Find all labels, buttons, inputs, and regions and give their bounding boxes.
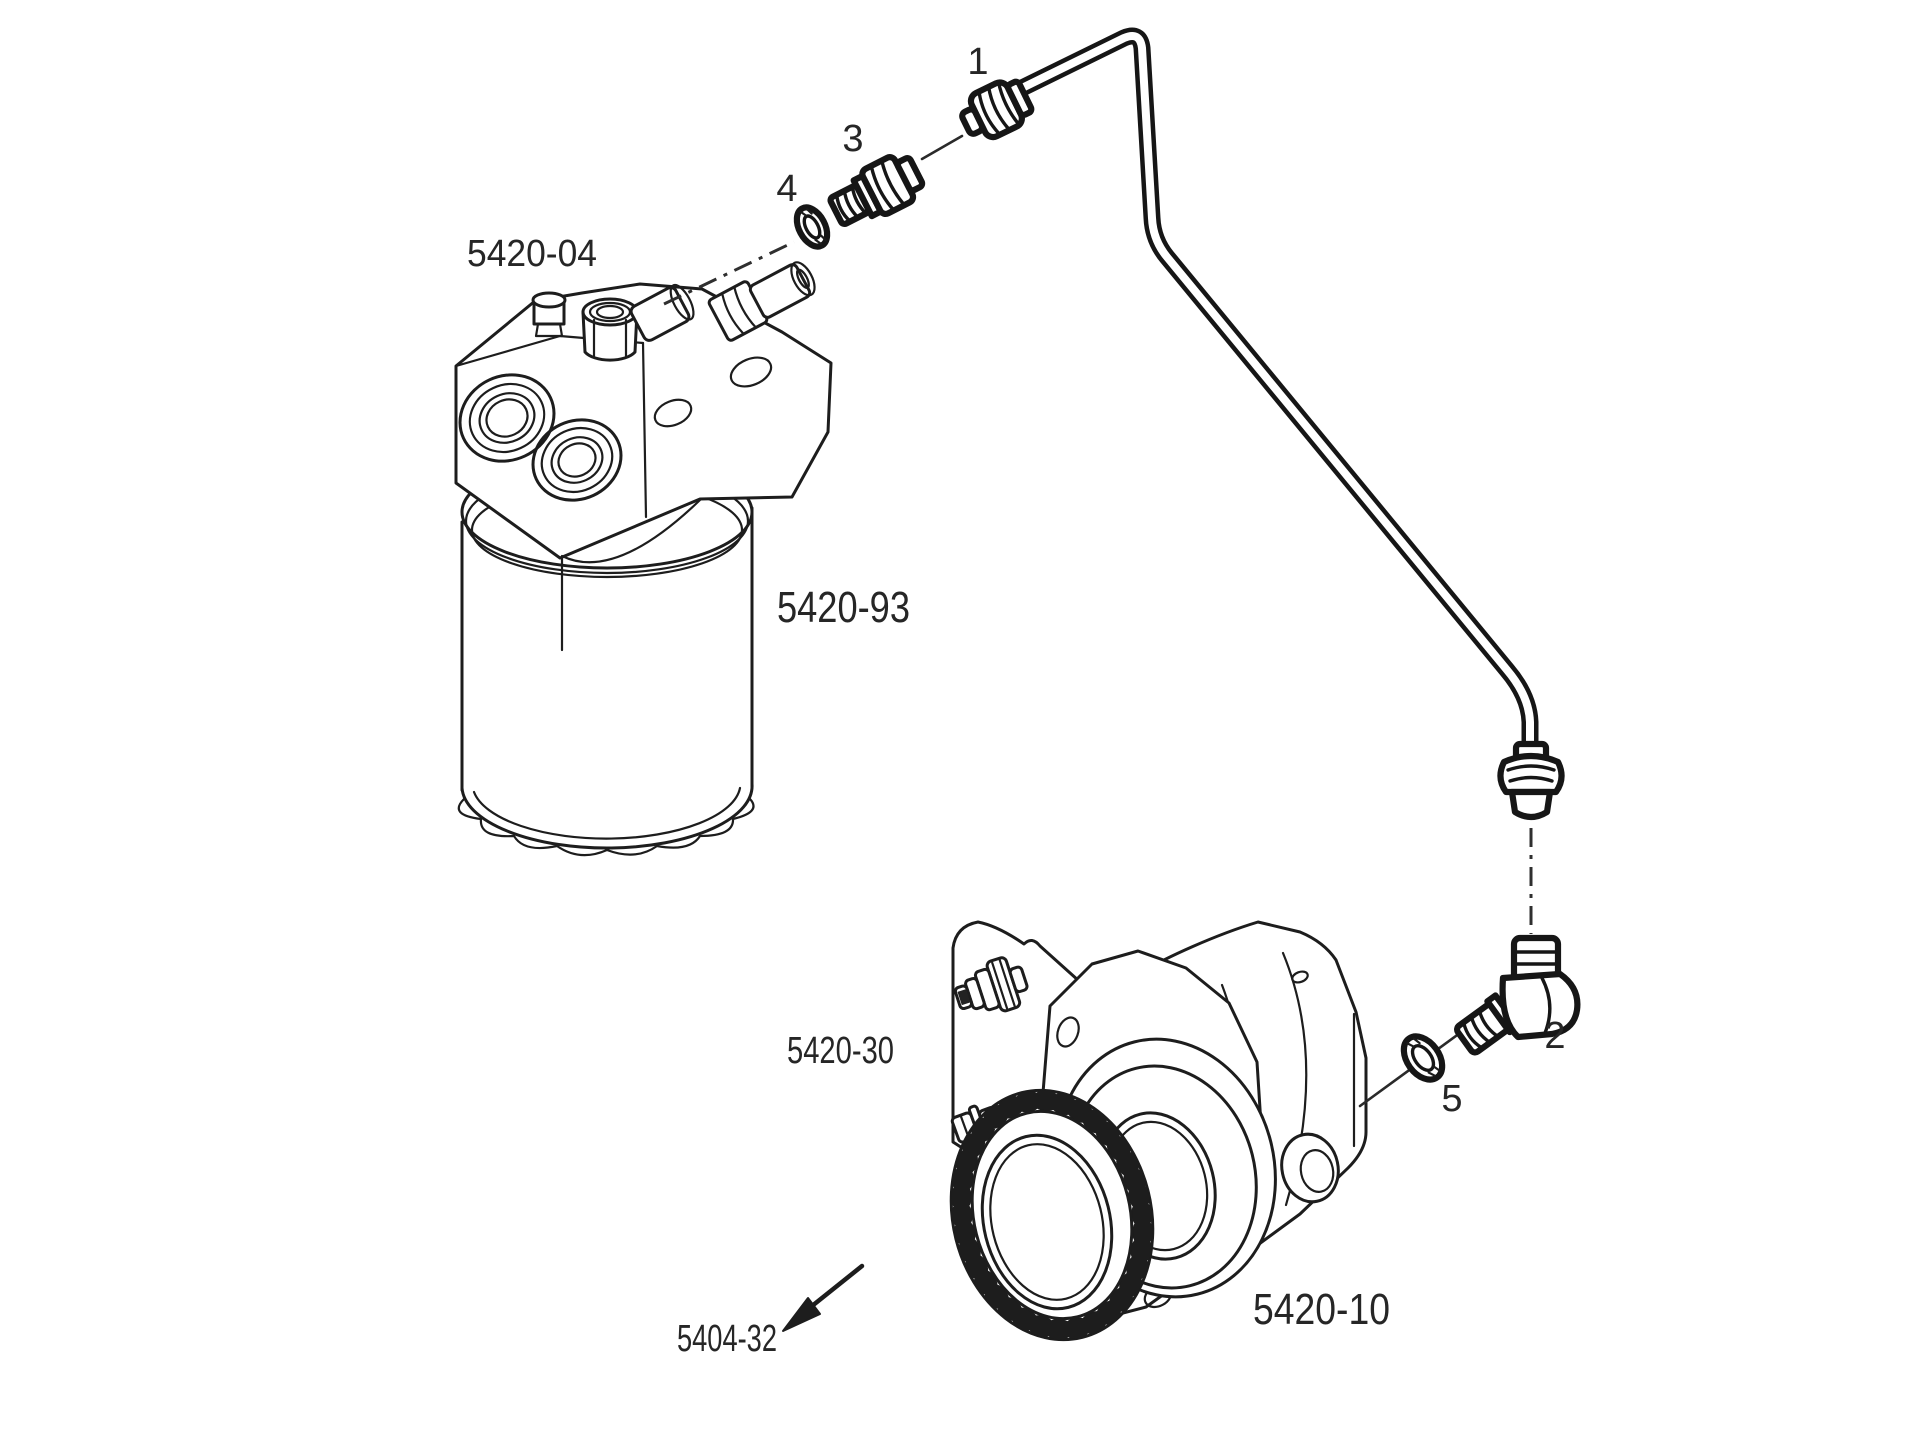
elbow-body bbox=[1499, 970, 1581, 1041]
assembly-axis-top bbox=[663, 240, 795, 306]
head-boss bbox=[629, 283, 695, 342]
body-side-boss bbox=[1280, 1132, 1340, 1204]
gear-opening bbox=[980, 1133, 1114, 1311]
part-label-5404-32: 5404-32 bbox=[677, 1318, 777, 1360]
head-outlet-stub bbox=[748, 261, 816, 319]
part-label-5420-30: 5420-30 bbox=[787, 1030, 894, 1072]
inlet-port bbox=[458, 373, 556, 463]
callout-1: 1 bbox=[967, 41, 988, 83]
callout-4: 4 bbox=[776, 168, 797, 210]
labels: 5420-04 5420-93 5420-30 5404-32 5420-10 … bbox=[467, 41, 1566, 1360]
callout-3: 3 bbox=[842, 118, 863, 160]
pump-assembly bbox=[949, 920, 1488, 1342]
callout-5: 5 bbox=[1441, 1078, 1462, 1120]
filter-head bbox=[454, 261, 833, 652]
leader-3-to-1 bbox=[920, 134, 964, 161]
flange-hole-1 bbox=[1056, 1016, 1080, 1048]
fuel-pipe bbox=[1007, 27, 1539, 757]
bracket-hole-lower bbox=[653, 398, 693, 428]
elbow-fitting-2 bbox=[1454, 934, 1581, 1056]
gear-arrow bbox=[782, 1263, 865, 1332]
plate-fitting bbox=[953, 956, 1029, 1013]
sealing-washer-4 bbox=[793, 204, 831, 250]
o-ring-5 bbox=[1400, 1033, 1446, 1083]
part-label-5420-10: 5420-10 bbox=[1253, 1285, 1390, 1334]
union-nut-1 bbox=[959, 78, 1035, 141]
cartridge-bottom bbox=[460, 782, 754, 850]
pipe-ferrule bbox=[1497, 740, 1565, 821]
cartridge-flutes bbox=[457, 797, 755, 857]
part-label-5420-04: 5420-04 bbox=[467, 233, 597, 275]
head-plug bbox=[531, 291, 567, 338]
callout-2: 2 bbox=[1544, 1015, 1565, 1057]
connector-nipple-3 bbox=[827, 154, 926, 227]
arrow-head bbox=[782, 1297, 821, 1332]
outlet-port bbox=[531, 418, 623, 502]
head-center-nut bbox=[581, 297, 639, 362]
bracket-hole-upper bbox=[729, 356, 773, 388]
part-label-5420-93: 5420-93 bbox=[777, 583, 910, 632]
drive-gear bbox=[949, 1088, 1155, 1342]
gear-teeth bbox=[951, 1090, 1153, 1340]
